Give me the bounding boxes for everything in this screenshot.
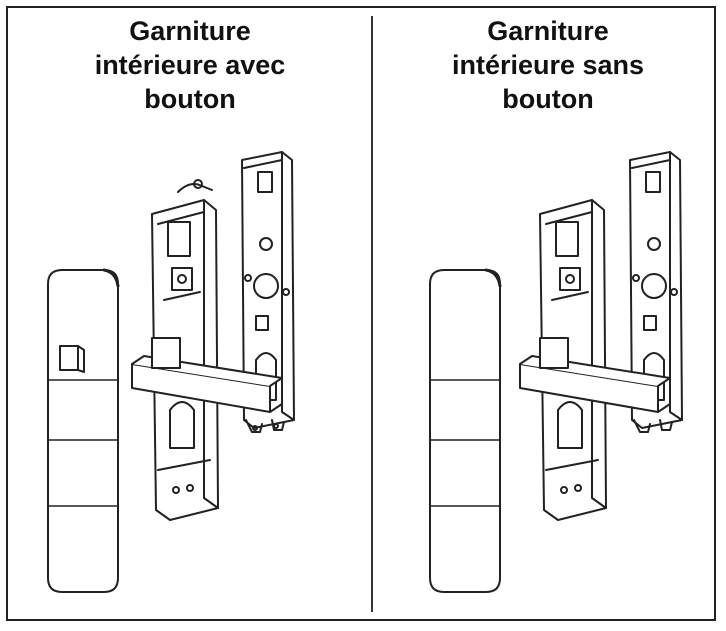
panel-divider	[371, 16, 373, 612]
title-line: bouton	[144, 84, 236, 114]
panel-title-without-button: Garniture intérieure sans bouton	[398, 14, 698, 116]
title-line: Garniture	[487, 16, 609, 46]
lock-chassis	[539, 199, 607, 521]
lever-handle	[131, 337, 283, 413]
title-line: intérieure avec	[94, 50, 286, 80]
lock-chassis	[151, 179, 219, 521]
title-line: Garniture	[129, 16, 251, 46]
title-line: bouton	[502, 84, 594, 114]
mounting-plate	[241, 151, 295, 433]
lever-handle	[519, 337, 671, 413]
panel-title-with-button: Garniture intérieure avec bouton	[40, 14, 340, 116]
front-trim-cover	[47, 268, 120, 593]
front-trim-cover	[429, 268, 502, 593]
trim-button	[59, 345, 79, 371]
mounting-plate	[629, 151, 683, 433]
title-line: intérieure sans	[451, 50, 645, 80]
